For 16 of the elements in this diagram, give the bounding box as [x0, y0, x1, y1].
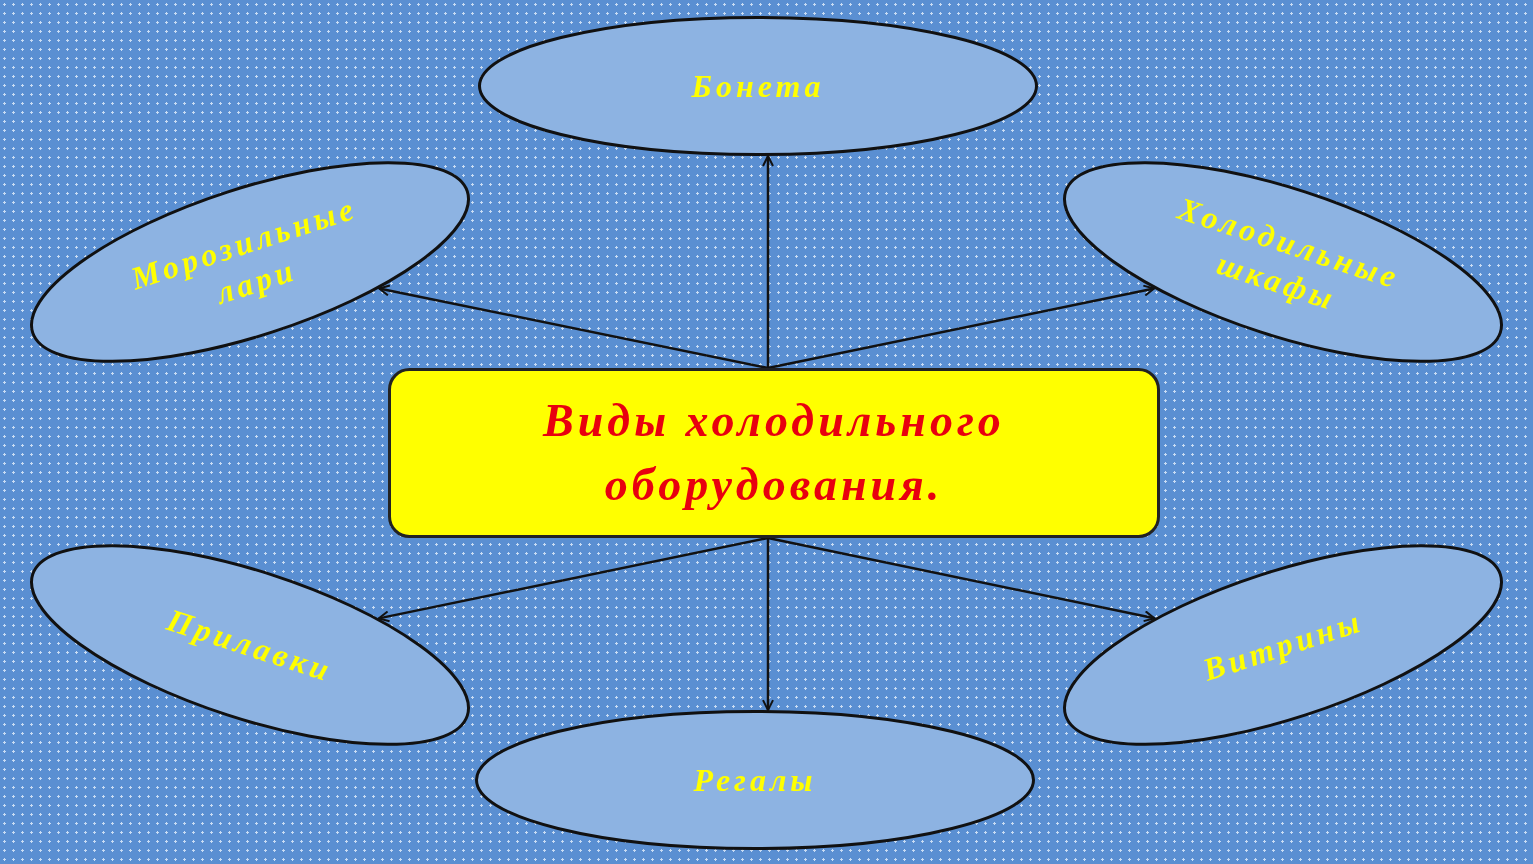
category-label: Бонета	[690, 67, 826, 106]
category-ellipse	[1061, 542, 1505, 748]
category-label: Регалы	[692, 761, 818, 800]
category-ellipse	[28, 542, 472, 748]
category-ellipse	[1061, 159, 1505, 365]
box-label: Виды холодильного оборудования.	[541, 393, 1006, 512]
arrow	[762, 154, 774, 368]
category-ellipse	[28, 159, 472, 365]
category-ellipse	[476, 14, 1040, 158]
arrow	[767, 536, 1156, 623]
arrow	[767, 284, 1156, 370]
arrow	[377, 536, 769, 623]
title-box	[388, 368, 1160, 538]
arrow	[762, 538, 774, 712]
category-ellipse	[473, 708, 1037, 852]
arrow	[378, 284, 769, 370]
